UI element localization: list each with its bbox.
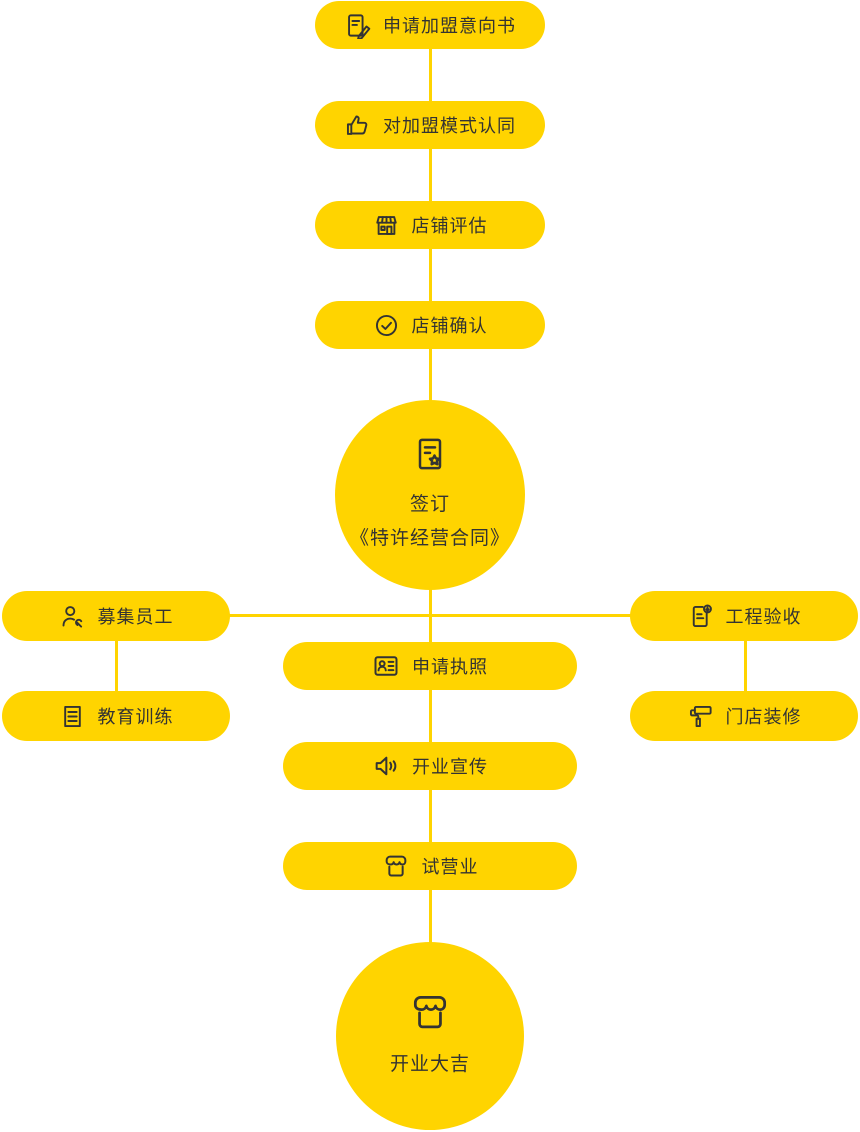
flow-node-label: 开业大吉 xyxy=(389,1053,470,1075)
flow-node-label: 教育训练 xyxy=(97,707,174,727)
connector-line xyxy=(428,248,432,302)
connector-line xyxy=(428,789,432,843)
notebook-icon xyxy=(59,703,86,730)
flow-node-publicity: 开业宣传 xyxy=(283,742,577,790)
flow-node-renovation: 门店装修 xyxy=(630,691,858,741)
paint-roller-icon xyxy=(687,703,714,730)
flow-node-label: 工程验收 xyxy=(725,607,802,627)
storefront-icon xyxy=(373,212,400,239)
person-wrench-icon xyxy=(59,603,86,630)
flow-node-label: 开业宣传 xyxy=(412,757,488,777)
flow-node-label: 申请执照 xyxy=(412,657,488,677)
connector-line xyxy=(428,48,432,102)
shop-awning-icon xyxy=(382,852,410,880)
connector-line xyxy=(428,889,432,945)
flow-node-label: 募集员工 xyxy=(97,607,174,627)
contract-star-icon xyxy=(410,434,450,474)
flow-node-label: 门店装修 xyxy=(725,707,802,727)
connector-line xyxy=(743,640,747,692)
id-card-icon xyxy=(372,652,400,680)
flow-node-evaluate: 店铺评估 xyxy=(315,201,545,249)
flow-node-intent: 申请加盟意向书 xyxy=(315,1,545,49)
flow-node-label-line2: 《特许经营合同》 xyxy=(349,528,510,549)
connector-line xyxy=(428,348,432,404)
flow-node-label: 对加盟模式认同 xyxy=(383,116,516,136)
flow-node-label: 签订 《特许经营合同》 xyxy=(350,488,510,556)
shop-awning-icon xyxy=(408,990,452,1034)
connector-line xyxy=(114,640,118,692)
flow-node-recruit: 募集员工 xyxy=(2,591,230,641)
flow-node-sign: 签订 《特许经营合同》 xyxy=(335,400,525,590)
connector-line xyxy=(228,614,632,617)
flow-node-label: 试营业 xyxy=(421,857,479,877)
flow-node-label: 店铺评估 xyxy=(411,216,488,236)
document-seal-icon xyxy=(687,603,714,630)
speaker-icon xyxy=(372,752,400,780)
edit-document-icon xyxy=(344,12,371,39)
thumbs-up-icon xyxy=(344,112,371,139)
flow-node-trial: 试营业 xyxy=(283,842,577,890)
flow-node-inspection: 工程验收 xyxy=(630,591,858,641)
connector-line xyxy=(428,148,432,202)
flow-node-confirm: 店铺确认 xyxy=(315,301,545,349)
flow-node-label-line1: 签订 xyxy=(409,493,450,515)
connector-line xyxy=(428,689,432,743)
flow-node-training: 教育训练 xyxy=(2,691,230,741)
flow-node-label: 店铺确认 xyxy=(411,316,488,336)
flow-node-agree: 对加盟模式认同 xyxy=(315,101,545,149)
flow-node-license: 申请执照 xyxy=(283,642,577,690)
flow-node-label: 申请加盟意向书 xyxy=(383,16,516,36)
check-circle-icon xyxy=(373,312,400,339)
flow-node-opening: 开业大吉 xyxy=(336,942,524,1130)
